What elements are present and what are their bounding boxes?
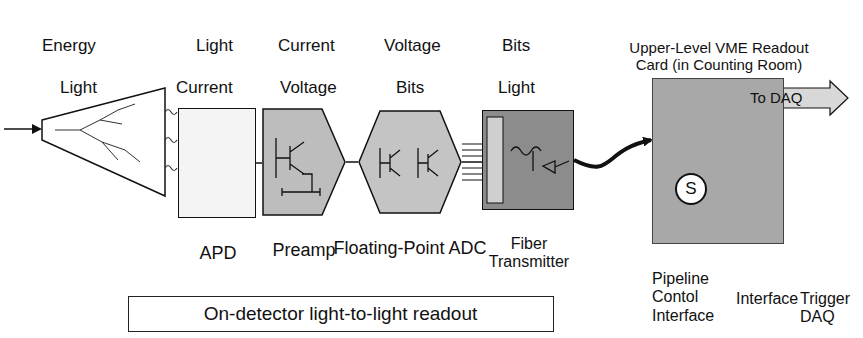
crystal (42, 88, 165, 196)
signal-label: Current (176, 78, 256, 98)
connector (462, 161, 482, 163)
switch-circle: S (675, 173, 707, 205)
arrow-label: To DAQ (750, 89, 826, 106)
bus-lines (462, 144, 482, 180)
transistor-symbol (276, 138, 320, 196)
signal-label: Trigger DAQ (800, 290, 856, 327)
adc-box: Floating-Point ADC (358, 110, 462, 214)
signal-label: Bits (502, 36, 552, 56)
preamp-outline (263, 109, 345, 215)
signal-label: Pipeline Contol Interface (652, 270, 726, 325)
adc-box-outline (358, 110, 462, 214)
signal-label: Bits (396, 78, 446, 98)
connector (346, 161, 358, 163)
signal-label: Light (498, 78, 558, 98)
caption-box-label: On-detector light-to-light readout (136, 303, 546, 325)
preamp-box-outline (262, 108, 346, 216)
switch-circle-label: S (677, 179, 705, 199)
signal-label: Light (196, 36, 256, 56)
particle-arrow (4, 128, 40, 130)
adc-outline (359, 111, 461, 213)
readout-card-label: Upper-Level VME Readout Card (in Countin… (629, 39, 809, 74)
signal-label: Energy (42, 36, 112, 56)
shower-lines (55, 104, 140, 162)
adc-box-label: Floating-Point ADC (325, 238, 495, 259)
caption-box: On-detector light-to-light readout (128, 296, 554, 332)
preamp-box: Preamp (262, 108, 346, 216)
apd-box: APD (178, 108, 256, 218)
signal-label: Voltage (384, 36, 464, 56)
optical-fiber (574, 140, 651, 167)
fiber-transmitter-box: Fiber Transmitter (482, 110, 574, 210)
apd-box-label: APD (158, 243, 278, 264)
signal-label: Interface (736, 290, 808, 308)
signal-label: Current (278, 36, 358, 56)
transmitter-internals (483, 111, 572, 208)
fiber-transmitter-box-label: Fiber Transmitter (474, 235, 584, 272)
connector (256, 162, 262, 164)
signal-label: Light (60, 78, 120, 98)
light-waves (165, 110, 177, 171)
signal-label: Voltage (280, 78, 360, 98)
comparator-symbol (380, 148, 438, 178)
